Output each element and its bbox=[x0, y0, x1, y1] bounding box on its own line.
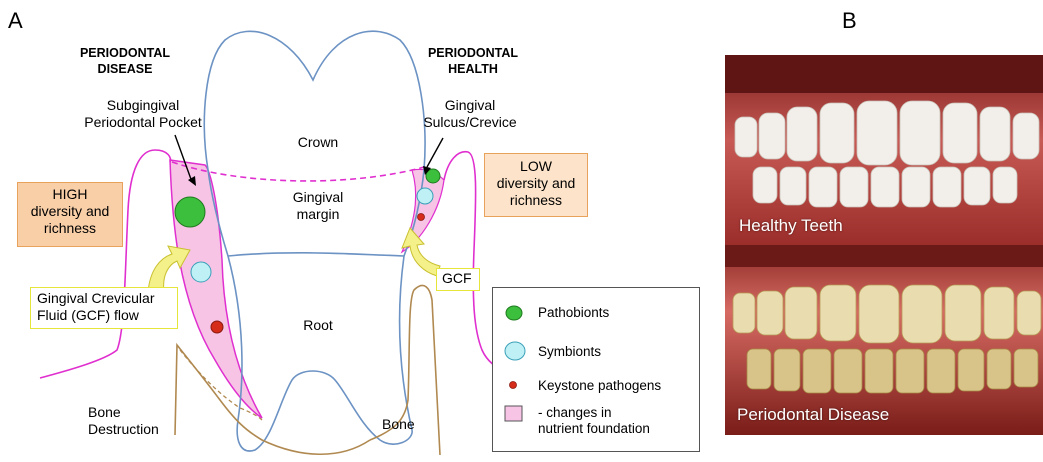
legend-nutrient-line1: - changes in bbox=[538, 405, 650, 421]
gingival-margin-line1: Gingival bbox=[268, 189, 368, 206]
pathobiont-large bbox=[175, 197, 205, 227]
legend: Pathobionts Symbionts Keystone pathogens… bbox=[492, 287, 700, 452]
sulcus-label: Gingival Sulcus/Crevice bbox=[410, 97, 530, 131]
root-label: Root bbox=[268, 317, 368, 334]
cej-line bbox=[228, 253, 404, 256]
disease-header-line1: PERIODONTAL bbox=[60, 45, 190, 61]
legend-keystone: Keystone pathogens bbox=[538, 378, 661, 394]
sulcus-arrow bbox=[427, 138, 443, 167]
symbiont-health bbox=[417, 188, 433, 204]
bone-destruction-line1: Bone bbox=[88, 404, 159, 421]
legend-pathobiont-swatch bbox=[506, 306, 522, 320]
symbiont-disease bbox=[191, 262, 211, 282]
legend-nutrient: - changes in nutrient foundation bbox=[538, 405, 650, 437]
keystone-disease bbox=[211, 321, 223, 333]
disease-header-line2: DISEASE bbox=[60, 61, 190, 77]
low-diversity-box: LOW diversity and richness bbox=[484, 153, 588, 217]
high-diversity-line2: diversity and bbox=[18, 203, 122, 220]
legend-pathobionts: Pathobionts bbox=[538, 305, 609, 321]
healthy-teeth-photo: Healthy Teeth bbox=[725, 55, 1043, 245]
gcf-flow-line2: Fluid (GCF) flow bbox=[37, 307, 177, 324]
gingival-margin-label: Gingival margin bbox=[268, 189, 368, 223]
legend-nutrient-swatch bbox=[505, 406, 522, 421]
gingival-margin-line2: margin bbox=[268, 206, 368, 223]
legend-symbionts: Symbionts bbox=[538, 344, 601, 360]
bone-label: Bone bbox=[382, 416, 415, 433]
crown-label: Crown bbox=[268, 134, 368, 151]
gcf-flow-line1: Gingival Crevicular bbox=[37, 290, 177, 307]
periodontal-disease-photo: Periodontal Disease bbox=[725, 245, 1043, 435]
high-diversity-box: HIGH diversity and richness bbox=[17, 182, 123, 247]
health-header-line1: PERIODONTAL bbox=[408, 45, 538, 61]
subgingival-line1: Subgingival bbox=[68, 97, 218, 114]
high-diversity-line3: richness bbox=[18, 220, 122, 237]
legend-keystone-swatch bbox=[510, 382, 517, 389]
disease-caption: Periodontal Disease bbox=[737, 405, 889, 425]
low-diversity-line1: LOW bbox=[485, 158, 587, 175]
keystone-health bbox=[418, 214, 425, 221]
gcf-flow-box: Gingival Crevicular Fluid (GCF) flow bbox=[30, 287, 178, 329]
high-diversity-line1: HIGH bbox=[18, 186, 122, 203]
health-header: PERIODONTAL HEALTH bbox=[408, 45, 538, 77]
bone-disease bbox=[175, 345, 370, 454]
bone-destruction-label: Bone Destruction bbox=[88, 404, 159, 438]
disease-header: PERIODONTAL DISEASE bbox=[60, 45, 190, 77]
sulcus-line2: Sulcus/Crevice bbox=[410, 114, 530, 131]
gcf-box: GCF bbox=[436, 268, 480, 291]
low-diversity-line2: diversity and bbox=[485, 175, 587, 192]
panel-b-letter: B bbox=[842, 8, 857, 34]
low-diversity-line3: richness bbox=[485, 192, 587, 209]
healthy-caption: Healthy Teeth bbox=[739, 216, 843, 236]
health-header-line2: HEALTH bbox=[408, 61, 538, 77]
subgingival-line2: Periodontal Pocket bbox=[68, 114, 218, 131]
bone-destruction-line2: Destruction bbox=[88, 421, 159, 438]
legend-symbiont-swatch bbox=[505, 342, 525, 360]
subgingival-label: Subgingival Periodontal Pocket bbox=[68, 97, 218, 131]
legend-nutrient-line2: nutrient foundation bbox=[538, 421, 650, 437]
sulcus-line1: Gingival bbox=[410, 97, 530, 114]
